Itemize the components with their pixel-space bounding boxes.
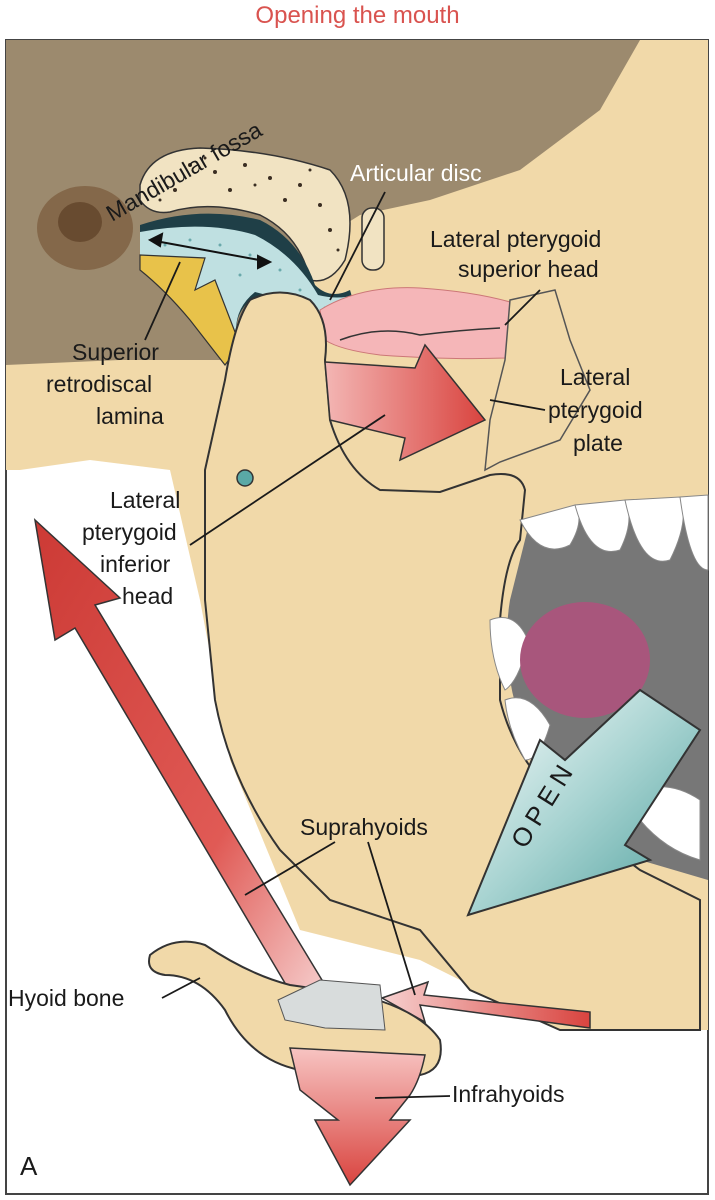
panel-letter: A — [20, 1151, 38, 1181]
bone-speckles — [158, 156, 340, 252]
label-lp-superior-1: Lateral pterygoid — [430, 226, 601, 252]
label-articular-disc: Articular disc — [350, 160, 482, 186]
label-lp-inferior-4: head — [122, 583, 173, 609]
leader-retrodiscal — [144, 261, 181, 341]
leader-lp-superior — [504, 289, 541, 326]
label-hyoid-bone: Hyoid bone — [8, 985, 124, 1011]
lateral-pterygoid-plate — [484, 289, 591, 472]
label-lp-inferior-1: Lateral — [110, 487, 180, 513]
articular-disc — [140, 226, 360, 345]
leader-lp-inferior — [189, 414, 386, 546]
label-infrahyoids: Infrahyoids — [452, 1081, 565, 1107]
label-suprahyoids: Suprahyoids — [300, 814, 428, 840]
mandibular-foramen — [236, 469, 254, 487]
fossa-glide-arrow — [147, 232, 273, 270]
suprahyoid-arrow-long — [33, 517, 327, 1001]
suprahyoid-tendon — [277, 979, 386, 1031]
leader-suprahyoids-b — [367, 841, 416, 996]
lp-inferior-head-arrow — [324, 343, 487, 462]
label-retrodiscal-3: lamina — [96, 403, 164, 429]
leader-suprahyoids-a — [244, 841, 336, 896]
label-lp-plate-2: pterygoid — [548, 397, 643, 423]
upper-teeth — [519, 494, 709, 571]
label-lp-superior-2: superior head — [458, 256, 599, 282]
superior-retrodiscal-lamina — [139, 254, 241, 366]
infrahyoid-arrow — [289, 1047, 426, 1187]
leader-articular-disc — [329, 191, 386, 301]
lp-superior-head-muscle — [319, 287, 521, 360]
label-lp-inferior-3: inferior — [100, 551, 171, 577]
mandibular-fossa-bone — [139, 147, 351, 282]
label-retrodiscal-1: Superior — [72, 339, 159, 365]
label-lp-plate-1: Lateral — [560, 364, 630, 390]
lp-superior-head-fibers — [339, 327, 501, 341]
label-lp-inferior-2: pterygoid — [82, 519, 177, 545]
open-arrow — [466, 688, 702, 917]
figure-title: Opening the mouth — [255, 2, 460, 29]
tongue — [520, 602, 650, 718]
label-lp-plate-3: plate — [573, 430, 623, 456]
leader-hyoid-bone — [161, 977, 201, 999]
leader-lp-plate — [489, 399, 546, 411]
ear-canal-center — [58, 202, 102, 242]
leader-infrahyoids — [374, 1095, 451, 1099]
label-retrodiscal-2: retrodiscal — [46, 371, 152, 397]
suprahyoid-arrow-short — [380, 980, 591, 1029]
